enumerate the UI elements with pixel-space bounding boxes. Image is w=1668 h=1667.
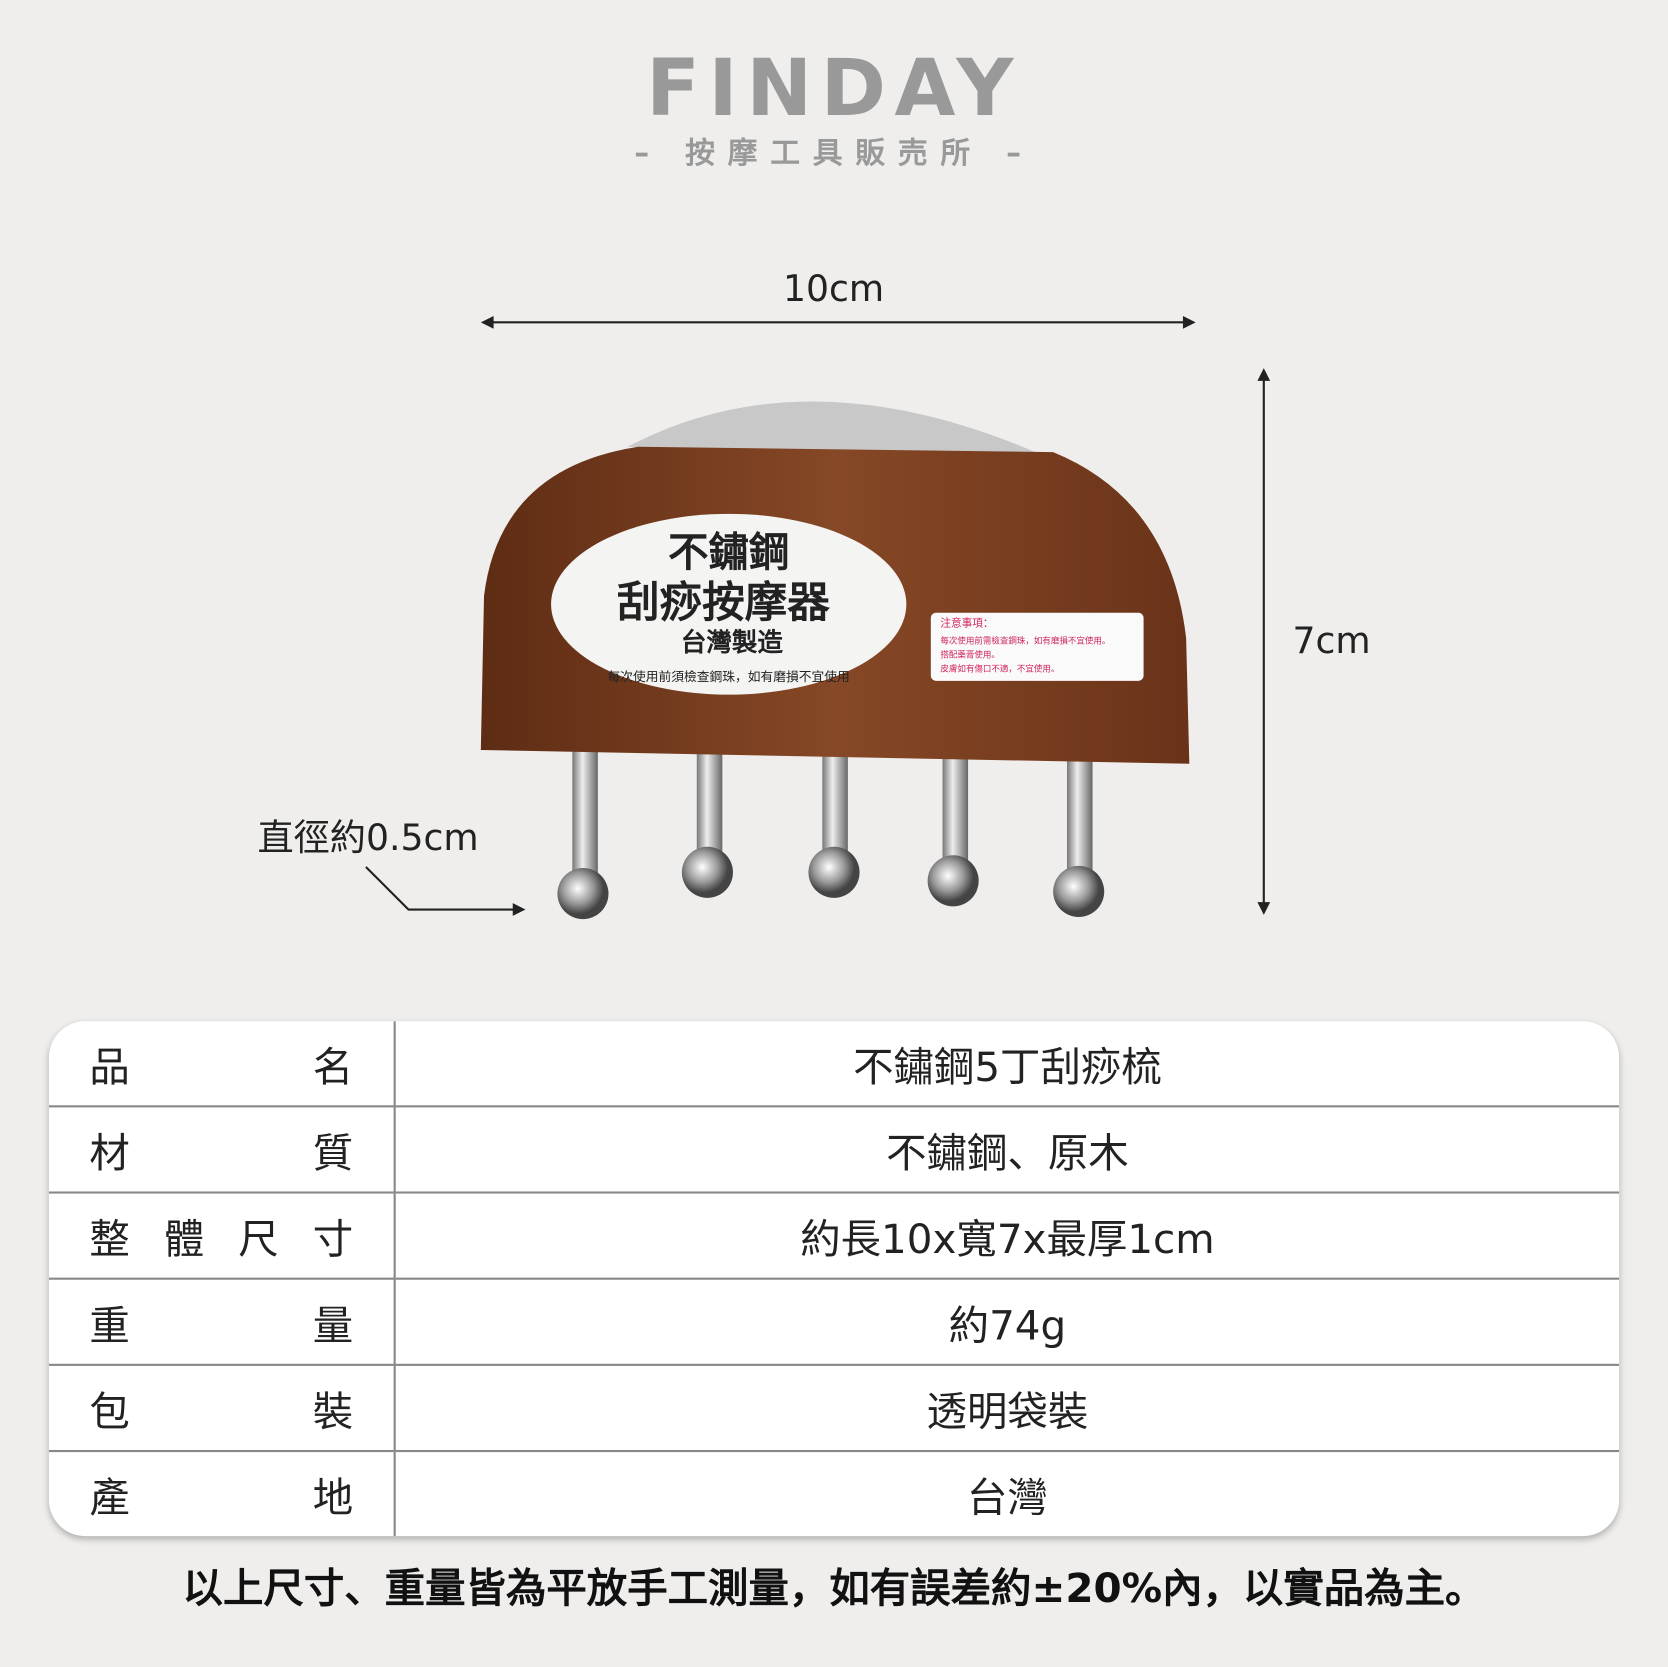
footnote: 以上尺寸、重量皆為平放手工測量，如有誤差約±20%內，以實品為主。 [182,1564,1486,1612]
svg-text:皮膚如有傷口不適，不宜使用。: 皮膚如有傷口不適，不宜使用。 [940,663,1059,674]
label-line3: 台灣製造 [681,628,784,658]
product-illustration: 不鏽鋼 刮痧按摩器 台灣製造 每次使用前須檢查鋼珠，如有磨損不宜使用 注意事項：… [365,315,1271,920]
table-row: 材質不鏽鋼、原木 [48,1107,1620,1194]
product-label-oval [551,513,907,695]
table-row: 重量約74g [48,1279,1620,1366]
table-row: 產地台灣 [49,1452,1619,1537]
svg-text:注意事項：: 注意事項： [940,617,993,630]
table-row: 整體尺寸約長10x寬7x最厚1cm [48,1193,1620,1280]
svg-text:每次使用前需檢查鋼珠，如有磨損不宜使用。: 每次使用前需檢查鋼珠，如有磨損不宜使用。 [940,636,1110,647]
diameter-label: 直徑約0.5cm [257,816,479,860]
table-row: 品名不鏽鋼5丁刮痧梳 [48,1021,1620,1108]
steel-plate [627,401,1048,458]
width-label: 10cm [782,268,885,311]
table-row: 包裝透明袋裝 [48,1365,1620,1453]
brand-tagline: – 按摩工具販売所 – [634,135,1034,171]
brand-logo: FINDAY [646,42,1022,135]
pins [557,744,1105,920]
spec-table: 品名不鏽鋼5丁刮痧梳 材質不鏽鋼、原木 整體尺寸約長10x寬7x最厚1cm 重量… [48,1021,1620,1537]
height-label: 7cm [1292,620,1371,663]
svg-text:搭配藥膏使用。: 搭配藥膏使用。 [940,649,1000,660]
label-line2: 刮痧按摩器 [617,579,830,628]
notice-sticker [930,612,1144,681]
label-arc-text: 每次使用前須檢查鋼珠，如有磨損不宜使用 [608,669,850,685]
label-line1: 不鏽鋼 [668,528,789,576]
dimension-arrows [365,315,1271,916]
